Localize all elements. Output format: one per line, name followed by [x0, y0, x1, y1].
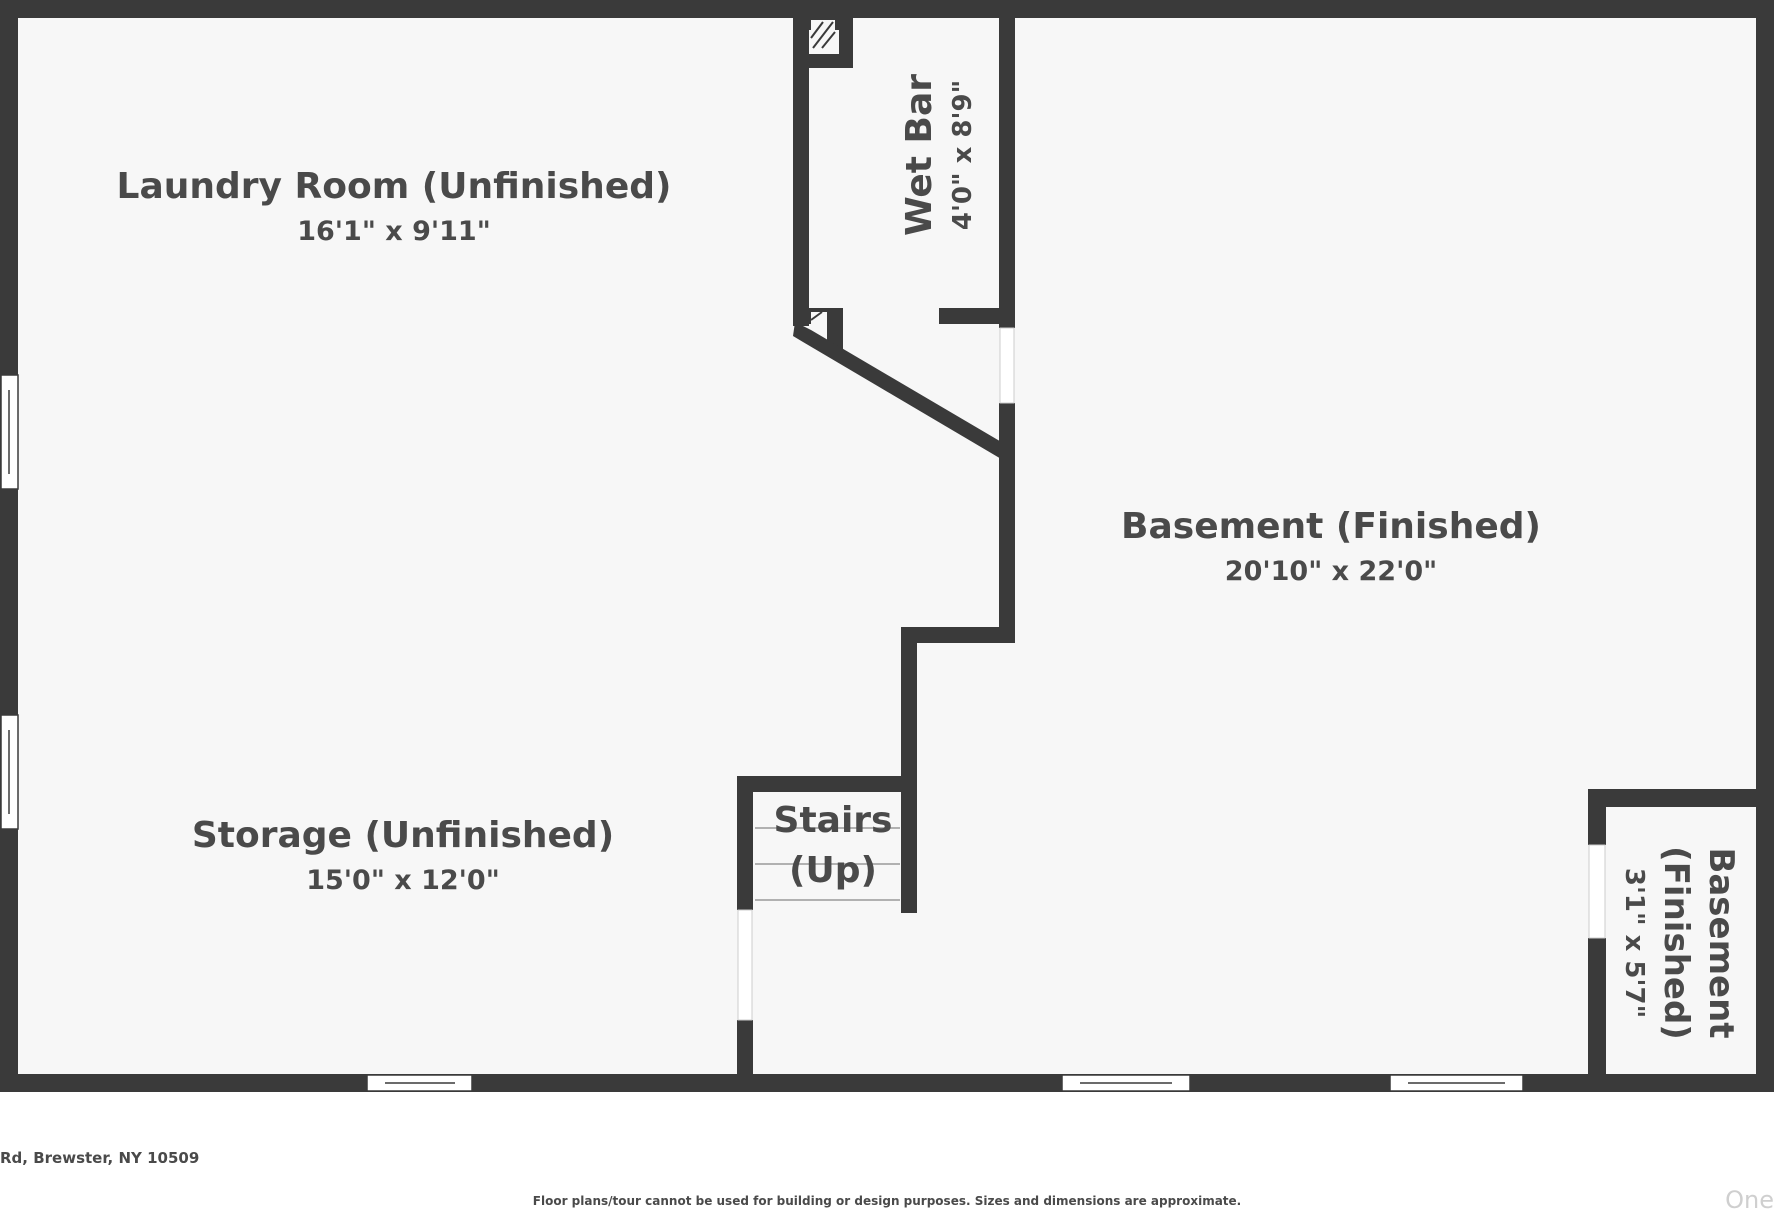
room-name-laundry: Laundry Room (Unfinished): [117, 166, 672, 207]
brand-watermark: One: [1725, 1186, 1774, 1214]
room-dims-small-basement: 3'1" x 5'7": [1619, 868, 1649, 1018]
doorway-wet-bar: [999, 327, 1015, 404]
disclaimer-text: Floor plans/tour cannot be used for buil…: [532, 1194, 1242, 1208]
room-name-stairs: Stairs: [774, 800, 893, 841]
doorways: [737, 327, 1606, 1021]
room-dims-storage: 15'0" x 12'0": [306, 865, 500, 896]
room-name-wet-bar: Wet Bar: [899, 74, 940, 236]
chimney-icon: [810, 20, 836, 324]
doorway-small-basement: [1588, 844, 1606, 939]
room-name-storage: Storage (Unfinished): [192, 815, 614, 856]
room-name-stairs-up: (Up): [789, 850, 877, 891]
property-address: Rd, Brewster, NY 10509: [0, 1149, 200, 1167]
stairs-treads: [755, 827, 900, 901]
room-name-basement: Basement (Finished): [1121, 506, 1541, 547]
doorway-storage: [737, 909, 753, 1021]
room-name-small-basement: Basement: [1701, 847, 1741, 1038]
floor-plan: Laundry Room (Unfinished) 16'1" x 9'11" …: [0, 0, 1774, 1092]
interior-walls: [737, 16, 1768, 1092]
room-dims-laundry: 16'1" x 9'11": [297, 216, 491, 247]
room-name-small-basement-finished: (Finished): [1656, 846, 1696, 1040]
windows: [0, 374, 1524, 1092]
room-dims-wet-bar: 4'0" x 8'9": [948, 80, 978, 230]
room-dims-basement: 20'10" x 22'0": [1225, 556, 1437, 587]
